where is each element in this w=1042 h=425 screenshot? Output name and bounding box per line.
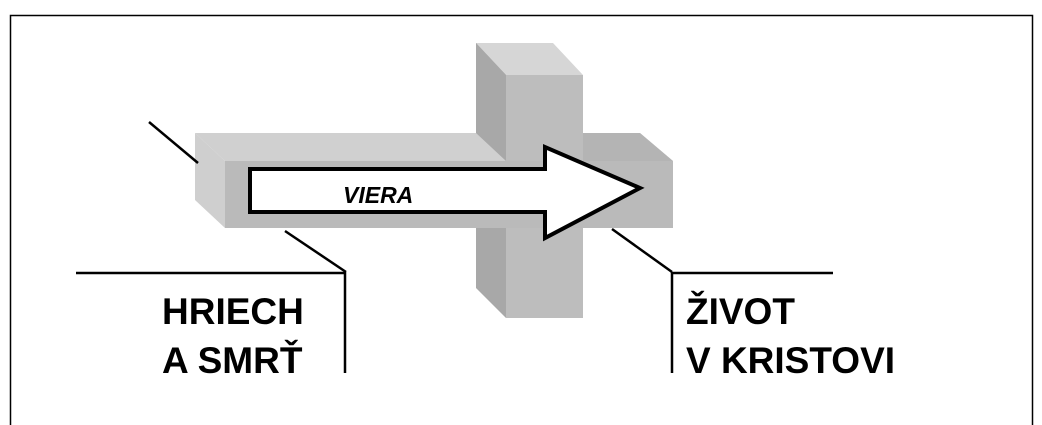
- cross-vertical-top: [476, 43, 583, 75]
- arrow-label: VIERA: [343, 182, 413, 208]
- left-entry-line: [148, 121, 199, 164]
- cross-vertical-side-upper: [476, 43, 506, 161]
- cross-right-arm-top: [583, 133, 673, 161]
- sin-death-label-line1: HRIECH: [162, 291, 304, 332]
- frame-border: [9, 14, 1034, 425]
- connector-lines: [76, 121, 833, 373]
- right-lower-diagonal: [611, 227, 673, 274]
- life-in-christ-label-line1: ŽIVOT: [686, 290, 795, 332]
- left-lower-diagonal: [284, 229, 347, 274]
- faith-arrow: [248, 143, 645, 242]
- cross-horizontal-side: [195, 133, 225, 228]
- sin-death-label-line2: A SMRŤ: [162, 339, 303, 381]
- life-in-christ-label-line2: V KRISTOVI: [686, 340, 895, 381]
